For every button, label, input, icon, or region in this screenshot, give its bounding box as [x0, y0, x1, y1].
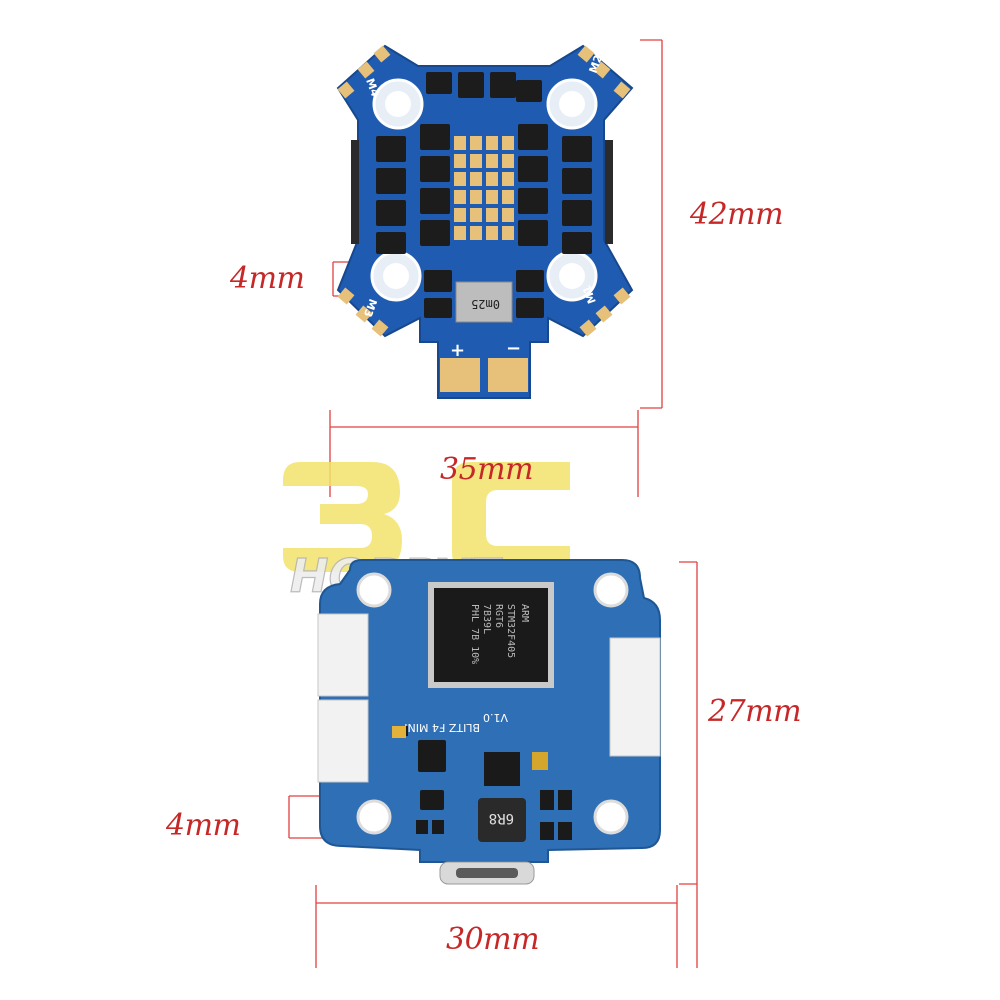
minus-label: −	[506, 338, 521, 359]
label-m4: M4	[363, 77, 382, 99]
shunt-chip	[455, 281, 513, 323]
dim-esc-height: 42mm	[690, 197, 784, 232]
mcu-text-4: PHL 7B 10%	[469, 604, 480, 664]
led	[392, 726, 406, 738]
dim-esc-hole: 4mm	[230, 261, 305, 296]
inductor-marking: 6R8	[489, 810, 514, 826]
fc-silkscreen-version: V1.0	[483, 711, 508, 724]
mcu-text-3: 7B39L	[481, 604, 492, 634]
mcu-text-0: ARM	[519, 604, 530, 622]
label-m3: M3	[361, 297, 380, 319]
right-connector	[609, 637, 661, 757]
dim-fc-height: 27mm	[708, 694, 802, 729]
right-connector	[605, 140, 613, 244]
left-connector-bottom	[317, 699, 369, 783]
esc-board: M4 M2 M3 M1	[336, 44, 634, 399]
mcu-text-1: STM32F405	[505, 604, 516, 658]
fc-board: ARM STM32F405 RGT6 7B39L PHL 7B 10% BLIT…	[317, 559, 661, 885]
dimension-lines	[288, 39, 698, 968]
left-connector-top	[317, 613, 369, 697]
capacitor	[532, 752, 548, 770]
fc-components	[396, 726, 572, 840]
label-m2: M2	[587, 53, 606, 75]
shunt-marking: 0m25	[471, 297, 500, 311]
plus-label: +	[450, 340, 465, 361]
left-connector	[351, 140, 359, 244]
mcu-chip	[434, 588, 548, 682]
power-pad-plus	[440, 358, 480, 392]
mcu-text-2: RGT6	[493, 604, 504, 628]
fc-silkscreen-name: BLITZ F4 MINI	[404, 721, 480, 734]
fc-mounting-holes	[356, 572, 629, 835]
esc-mounting-holes	[370, 78, 598, 302]
dim-esc-width: 35mm	[440, 452, 534, 487]
dim-fc-hole: 4mm	[166, 808, 241, 843]
power-pad-minus	[488, 358, 528, 392]
label-m1: M1	[580, 283, 599, 305]
dim-fc-width: 30mm	[446, 922, 540, 957]
esc-mosfets	[376, 72, 592, 318]
motor-pads	[337, 45, 631, 337]
center-pads	[454, 136, 514, 240]
inductor	[478, 798, 526, 842]
